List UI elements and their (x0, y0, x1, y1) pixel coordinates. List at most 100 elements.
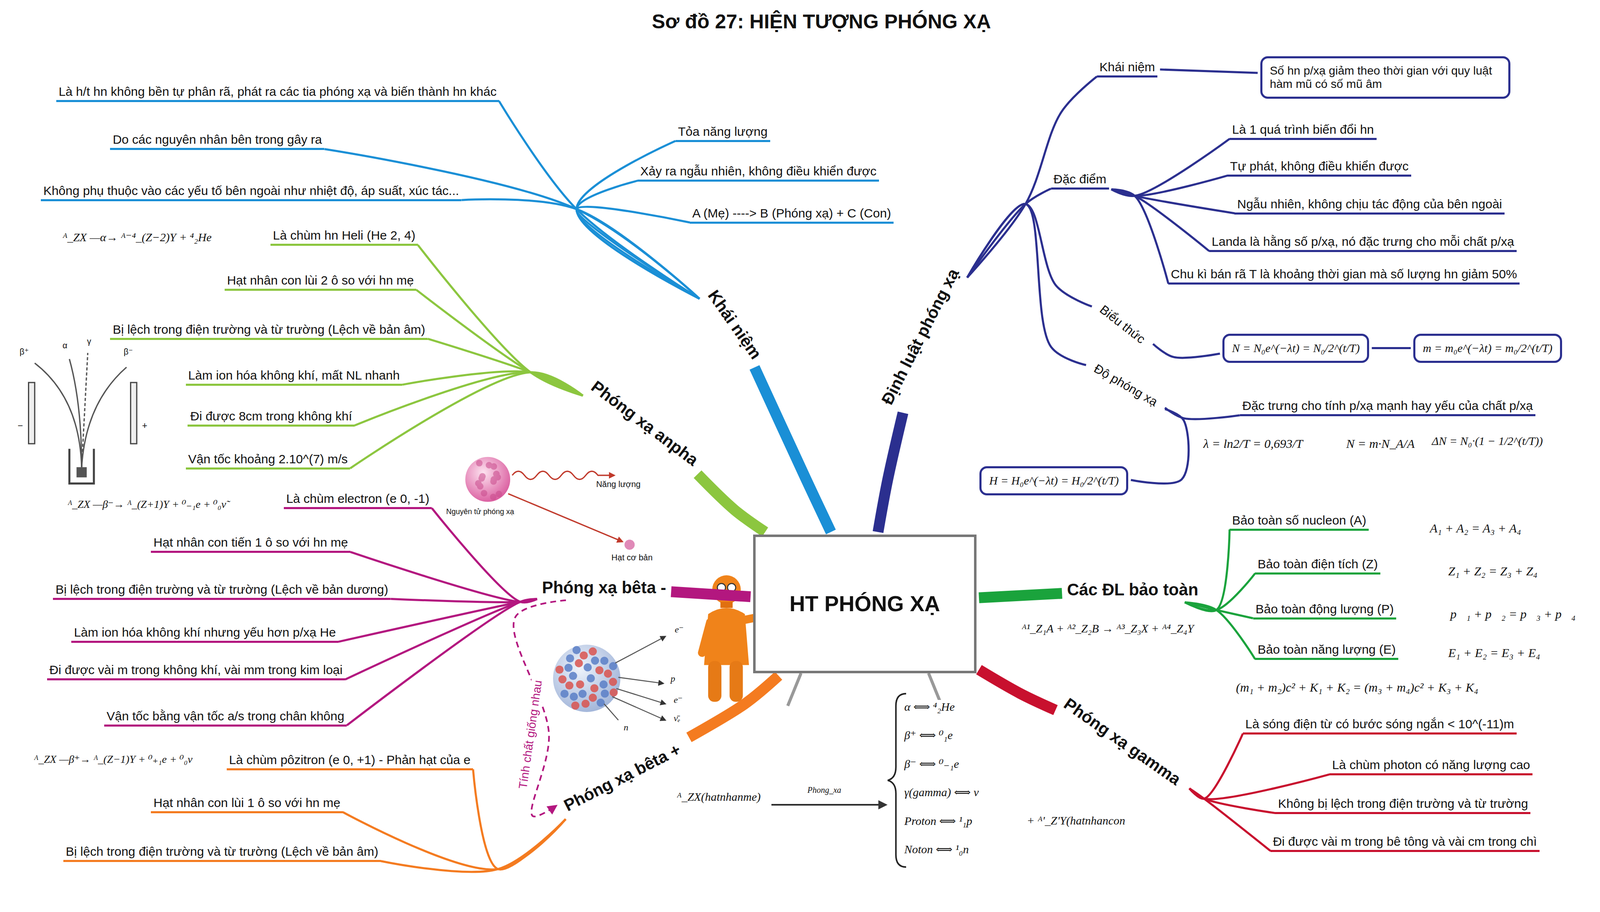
branch-line (1111, 189, 1169, 284)
branch-label: Định luật phóng xạ (876, 262, 965, 411)
node-text: Bị lệch trong điện trường và từ trường (… (55, 582, 389, 597)
node-text: Vận tốc bằng vận tốc a/s trong chân khôn… (106, 709, 345, 724)
leaf-text: Là h/t hn không bền tự phân rã, phát ra … (56, 84, 500, 103)
leaf-text: Chu kì bán rã T là khoảng thời gian mà s… (1168, 267, 1520, 285)
node-text: Hạt nhân con lùi 2 ô so với hn mẹ (227, 273, 414, 288)
branch-line (338, 599, 538, 643)
text-label: β⁻ (122, 346, 135, 357)
branch-label: Phóng xạ bêta - (539, 577, 669, 599)
leaf-text: Là chùm hn Heli (He 2, 4) (270, 228, 419, 246)
illustration-group (28, 353, 942, 868)
branch-band (671, 591, 751, 597)
branch-line (1189, 774, 1330, 800)
branch-line (461, 199, 700, 299)
diagram-title: Sơ đồ 27: HIỆN TƯỢNG PHÓNG XẠ (651, 10, 992, 33)
branch-band (754, 367, 831, 533)
node-text: Không bị lệch trong điện trường và từ tr… (1277, 796, 1528, 812)
node-text: H = H₀e^(−λt) = H₀/2^(t/T) (989, 474, 1119, 488)
text-label: Noton ⟺ ¹₀n (903, 842, 971, 857)
leaf-text: Bảo toàn số nucleon (A) (1229, 513, 1369, 531)
node-text: Bảo toàn năng lượng (E) (1257, 642, 1396, 657)
text-label: + (140, 420, 149, 432)
node-text: Phóng xạ bêta + (560, 740, 684, 816)
branch-line (431, 508, 537, 603)
text-label: β⁺ (18, 346, 31, 357)
text-label: α (61, 340, 69, 351)
node-text: m = m₀e^(−λt) = m₀/2^(t/T) (1422, 341, 1553, 356)
node-text: HT PHÓNG XẠ (789, 591, 940, 617)
branch-band (697, 474, 766, 533)
node-text: Các ĐL bảo toàn (1066, 580, 1199, 600)
text-label: λ = ln2/T = 0,693/T (1201, 436, 1305, 451)
text-label: + ᴬ'_Z'Y(hatnhancon (1025, 814, 1127, 828)
branch-line (1130, 409, 1189, 484)
leaf-text: Ngẫu nhiên, không chịu tác động của bên … (1234, 197, 1505, 215)
node-text: Là sóng điện từ có bước sóng ngắn < 10^(… (1245, 717, 1515, 732)
node-text: Bảo toàn số nucleon (A) (1231, 513, 1367, 528)
node-text: Landa là hằng số p/xạ, nó đặc trưng cho … (1211, 234, 1515, 249)
node-text: Không phụ thuộc vào các yếu tố bên ngoài… (43, 183, 459, 198)
text-label: Z₁ + Z₂ = Z₃ + Z₄ (1447, 564, 1539, 579)
leaf-text: A (Mẹ) ----> B (Phóng xạ) + C (Con) (689, 206, 894, 224)
text-label: A₁ + A₂ = A₃ + A₄ (1428, 521, 1523, 536)
text-label: E₁ + E₂ = E₃ + E₄ (1447, 646, 1542, 661)
node-text: Hạt nhân con lùi 1 ô so với hn mẹ (153, 796, 341, 811)
branch-line (1189, 788, 1271, 852)
leaf-text: Là chùm pôzitron (e 0, +1) - Phản hạt củ… (226, 753, 474, 771)
branch-label: Các ĐL bảo toàn (1064, 579, 1201, 601)
branch-label: Phóng xạ bêta + (558, 738, 687, 817)
branch-line (345, 599, 538, 680)
text-label: ᴬ_ZX(hatnhanme) (675, 790, 762, 804)
leaf-text: Bảo toàn động lượng (P) (1253, 602, 1397, 620)
node-text: Làm ion hóa không khí nhưng yếu hơn p/xạ… (73, 625, 336, 640)
branch-band (878, 413, 904, 533)
leaf-text: Làm ion hóa không khí, mất NL nhanh (185, 368, 403, 386)
central-board: HT PHÓNG XẠ (753, 534, 977, 674)
leaf-text: Vận tốc bằng vận tốc a/s trong chân khôn… (104, 709, 347, 727)
text-label: N = m·N_A/A (1344, 436, 1416, 451)
node-text: Đi được vài m trong bê tông và vài cm tr… (1272, 834, 1537, 849)
text-label: (m₁ + m₂)c² + K₁ + K₂ = (m₃ + m₄)c² + K₃… (1234, 680, 1480, 695)
leaf-text: Bị lệch trong điện trường và từ trường (… (110, 322, 428, 341)
leaf-text: Hạt nhân con lùi 1 ô so với hn mẹ (150, 796, 343, 814)
text-label: − (16, 420, 25, 432)
node-text: Là chùm pôzitron (e 0, +1) - Phản hạt củ… (229, 753, 471, 768)
node-text: Phóng xạ anpha (587, 377, 702, 470)
sub-branch: Đặc điểm (1051, 171, 1110, 190)
node-text: N = N₀e^(−λt) = N₀/2^(t/T) (1231, 341, 1360, 356)
node-text: Ngẫu nhiên, không chịu tác động của bên … (1236, 197, 1503, 212)
leaf-text: Vận tốc khoảng 2.10^(7) m/s (185, 452, 351, 470)
node-text: Bảo toàn động lượng (P) (1255, 602, 1395, 617)
text-label: ᴬ_ZX —β⁻→ ᴬ_(Z+1)Y + ⁰₋₁e + ⁰₀ν̃ (66, 498, 228, 511)
edge-label: Tính chất giống nhau (515, 677, 545, 792)
text-label: γ(gamma) ⟺ ν (903, 785, 981, 800)
node-text: Làm ion hóa không khí, mất NL nhanh (188, 368, 401, 383)
node-text: Phóng xạ bêta - (542, 578, 667, 598)
node-text: Là chùm photon có năng lượng cao (1332, 758, 1530, 773)
leaf-text: Đặc trưng cho tính p/xạ mạnh hay yếu của… (1239, 398, 1536, 417)
node-text: A (Mẹ) ----> B (Phóng xạ) + C (Con) (692, 206, 892, 221)
branch-line (1189, 733, 1243, 800)
node-text: Đặc trưng cho tính p/xạ mạnh hay yếu của… (1242, 398, 1533, 414)
branch-band (688, 676, 779, 738)
leaf-text: Là 1 quá trình biến đổi hn (1229, 122, 1377, 141)
branch-band (979, 669, 1056, 711)
text-label: n (622, 722, 630, 734)
branch-line (350, 372, 583, 469)
formula-box: Số hn p/xạ giảm theo thời gian với quy l… (1260, 56, 1511, 99)
leaf-text: Làm ion hóa không khí nhưng yếu hơn p/xạ… (71, 625, 339, 644)
leaf-text: Đi được vài m trong bê tông và vài cm tr… (1270, 834, 1540, 853)
branch-line (1371, 347, 1411, 350)
node-text: Đặc điểm (1053, 172, 1107, 187)
leaf-text: Không phụ thuộc vào các yếu tố bên ngoài… (40, 183, 462, 202)
leaf-text: Bị lệch trong điện trường và từ trường (… (63, 844, 381, 863)
branch-line (1153, 344, 1221, 359)
leaf-text: Do các nguyên nhân bên trong gây ra (110, 132, 325, 151)
node-text: Bị lệch trong điện trường và từ trường (… (112, 322, 426, 337)
branch-line (967, 204, 1092, 307)
text-label: ᴬ_ZX —α→ ᴬ⁻⁴_(Z−2)Y + ⁴₂He (61, 230, 213, 245)
leaf-text: Hạt nhân con tiến 1 ô so với hn mẹ (150, 535, 351, 554)
leaf-text: Tỏa năng lượng (675, 124, 771, 143)
leaf-text: Landa là hằng số p/xạ, nó đặc trưng cho … (1209, 234, 1517, 253)
branch-band (979, 593, 1062, 599)
